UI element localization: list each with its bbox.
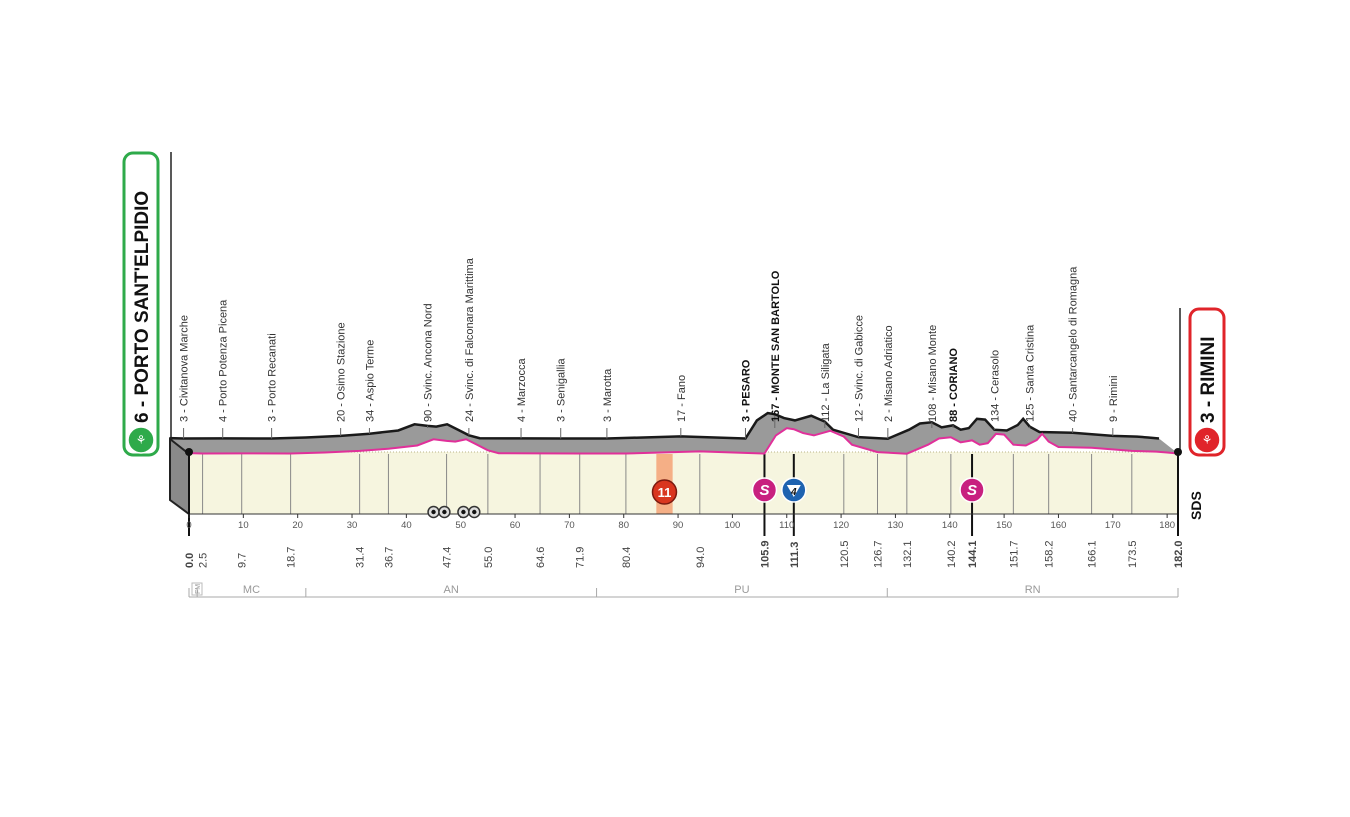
waypoint-label: 24 - Svinc. di Falconara Marittima: [464, 257, 476, 422]
waypoint-km-label: 18.7: [286, 547, 298, 568]
tunnel-icon-center: [472, 509, 477, 515]
waypoint-label: 3 - Marotta: [602, 368, 614, 422]
waypoint-label: 40 - Santarcangelo di Romagna: [1068, 266, 1080, 422]
tunnel-icon-center: [442, 509, 447, 515]
x-tick-label: 30: [347, 520, 358, 531]
waypoint-km-label: 47.4: [442, 547, 454, 568]
waypoint-label: 3 - Senigallia: [556, 358, 568, 422]
waypoint-km-label: 31.4: [355, 547, 367, 568]
brand-logo: SDS: [1188, 491, 1204, 520]
waypoint-label: 9 - Rimini: [1108, 376, 1120, 422]
province-label: RN: [1025, 584, 1041, 596]
x-tick-label: 110: [779, 520, 794, 531]
start-cyclist-glyph: ⚘: [136, 433, 147, 447]
waypoint-label: 4 - Porto Potenza Picena: [218, 299, 230, 422]
kom-marker-symbol: 4: [790, 487, 797, 498]
start-cyclist-icon: [127, 426, 155, 454]
finish-cyclist-icon: [1193, 426, 1221, 454]
x-tick-label: 0: [186, 520, 191, 531]
tunnel-icon-center: [431, 509, 436, 515]
waypoint-km-label: 9.7: [237, 553, 249, 568]
x-tick-label: 140: [942, 520, 958, 531]
waypoint-label: 88 - CORIANO: [948, 348, 960, 422]
sprint-marker: [751, 477, 778, 503]
waypoint-km-label: 105.9: [759, 540, 771, 568]
plot-area: [189, 452, 1178, 514]
waypoint-label: 34 - Aspio Terme: [364, 340, 376, 422]
x-tick-label: 80: [618, 520, 629, 531]
waypoint-km-label: 151.7: [1008, 540, 1020, 568]
waypoint-label: 125 - Santa Cristina: [1025, 324, 1037, 422]
finish-label: 3 - RIMINI: [1198, 336, 1219, 423]
waypoint-km-label: 166.1: [1087, 540, 1099, 568]
finish-badge: [1188, 307, 1226, 457]
province-label: MC: [243, 584, 260, 596]
waypoint-label: 90 - Svinc. Ancona Nord: [423, 303, 435, 422]
finish-dot: [1174, 448, 1182, 456]
waypoint-km-label: 132.1: [902, 540, 914, 568]
x-tick-label: 120: [833, 520, 849, 531]
waypoint-km-label: 158.2: [1044, 540, 1056, 568]
waypoint-label: 2 - Misano Adriatico: [883, 325, 895, 422]
waypoint-label: 134 - Cerasolo: [989, 350, 1001, 422]
waypoint-km-label: 144.1: [967, 540, 979, 568]
waypoint-label: 17 - Fano: [676, 375, 688, 422]
finish-cyclist-glyph: ⚘: [1202, 433, 1213, 447]
waypoint-km-label: 173.5: [1127, 540, 1139, 568]
x-tick-label: 100: [724, 520, 740, 531]
waypoint-label: 167 - MONTE SAN BARTOLO: [770, 270, 782, 422]
waypoint-km-label: 80.4: [621, 547, 633, 568]
waypoint-label: 108 - Misano Monte: [927, 325, 939, 422]
waypoint-label: 112 - La Siligata: [820, 342, 832, 422]
waypoint-km-label: 126.7: [872, 540, 884, 568]
endpoint-km-label: 0.0: [184, 553, 196, 568]
province-label: PU: [734, 584, 749, 596]
x-tick-label: 90: [673, 520, 684, 531]
waypoint-label: 20 - Osimo Stazione: [336, 322, 348, 422]
waypoint-km-label: 2.5: [198, 553, 210, 568]
waypoint-label: 3 - Porto Recanati: [267, 333, 279, 422]
tunnel-icon-center: [461, 509, 466, 515]
x-tick-label: 150: [996, 520, 1012, 531]
x-tick-label: 20: [292, 520, 303, 531]
sprint-marker: [959, 477, 985, 503]
waypoint-km-label: 111.3: [789, 542, 801, 568]
waypoint-label: 3 - Civitanova Marche: [179, 315, 191, 422]
start-badge: [122, 151, 160, 457]
elevation-base-line: [188, 427, 1179, 455]
endpoint-km-label: 182.0: [1173, 540, 1185, 568]
x-tick-label: 40: [401, 520, 412, 531]
province-label: FM: [195, 584, 202, 594]
waypoint-label: 3 - PESARO: [740, 359, 752, 422]
feed-zone-symbol: 11: [658, 485, 672, 500]
sprint-marker-symbol: S: [967, 482, 977, 499]
x-tick-label: 60: [510, 520, 521, 531]
province-label: AN: [444, 584, 459, 596]
waypoint-km-label: 94.0: [695, 547, 707, 568]
waypoint-km-label: 55.0: [483, 547, 495, 568]
waypoint-km-label: 140.2: [946, 540, 958, 568]
x-tick-label: 130: [887, 520, 903, 531]
waypoint-km-label: 71.9: [575, 547, 587, 568]
x-tick-label: 70: [564, 520, 575, 531]
waypoint-label: 12 - Svinc. di Gabicce: [853, 315, 865, 422]
x-tick-label: 50: [455, 520, 466, 531]
sprint-marker-symbol: S: [759, 482, 769, 499]
x-tick-label: 160: [1051, 520, 1067, 531]
x-tick-label: 10: [238, 520, 249, 531]
waypoint-km-label: 36.7: [383, 547, 395, 568]
waypoint-km-label: 120.5: [839, 540, 851, 568]
x-tick-label: 180: [1159, 520, 1175, 531]
elevation-line: [169, 411, 1160, 440]
start-dot: [185, 448, 193, 456]
start-label: 6 - PORTO SANT'ELPIDIO: [132, 191, 153, 423]
feed-zone-icon: [651, 479, 678, 505]
waypoint-label: 4 - Marzocca: [516, 358, 528, 422]
kom-triangle-icon: [786, 485, 801, 497]
waypoint-km-label: 64.6: [535, 547, 547, 568]
x-tick-label: 170: [1105, 520, 1121, 531]
